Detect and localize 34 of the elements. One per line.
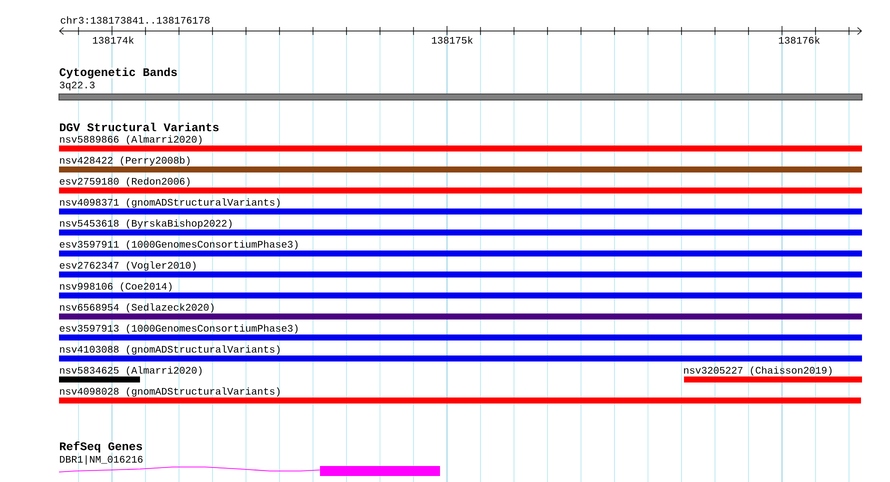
node-label: nsv5453618 (ByrskaBishop2022): [60, 219, 232, 229]
track-title: Cytogenetic Bands: [59, 68, 178, 78]
node-label: esv3597913 (1000GenomesConsortiumPhase3): [60, 324, 298, 334]
variant-bar: esv3597911 (1000GenomesConsortiumPhase3): [59, 240, 862, 256]
variant-bar: nsv428422 (Perry2008b): [59, 156, 862, 172]
variant-bar: nsv5889866 (Almarri2020): [59, 135, 862, 152]
variant-bar: nsv998106 (Coe2014): [59, 282, 862, 298]
node-label: nsv5889866 (Almarri2020): [60, 135, 202, 145]
variant-bar: nsv4103088 (gnomADStructuralVariants): [59, 345, 862, 362]
variant-bar: esv2762347 (Vogler2010): [59, 261, 862, 278]
node-label: nsv998106 (Coe2014): [60, 282, 172, 292]
node-label: esv2759180 (Redon2006): [60, 177, 190, 187]
variant-bar: nsv5834625 (Almarri2020): [59, 366, 202, 382]
node-label: esv3597911 (1000GenomesConsortiumPhase3): [60, 240, 298, 250]
variant-bar: nsv4098371 (gnomADStructuralVariants): [59, 198, 862, 214]
gene-model: DBR1|NM_016216: [58, 455, 440, 476]
cytoband-bar: 3q22.3: [58, 82, 862, 100]
node-label: nsv4098371 (gnomADStructuralVariants): [60, 198, 280, 208]
node-label: nsv6568954 (Sedlazeck2020): [60, 303, 214, 313]
node-label: 3q22.3: [60, 82, 95, 90]
node-label: nsv4098028 (gnomADStructuralVariants): [60, 387, 280, 397]
variant-bar: nsv6568954 (Sedlazeck2020): [59, 303, 862, 320]
node-label: DBR1|NM_016216: [60, 455, 143, 465]
node-label: esv2762347 (Vogler2010): [60, 261, 196, 271]
node-label: nsv4103088 (gnomADStructuralVariants): [60, 345, 280, 355]
variant-bar: esv3597913 (1000GenomesConsortiumPhase3): [59, 324, 862, 340]
variant-bar: nsv3205227 (Chaisson2019): [684, 366, 862, 382]
variant-bar: esv2759180 (Redon2006): [59, 177, 862, 194]
variant-bar: nsv4098028 (gnomADStructuralVariants): [59, 387, 861, 404]
node-label: nsv428422 (Perry2008b): [60, 156, 190, 166]
variant-bar: nsv5453618 (ByrskaBishop2022): [59, 219, 862, 236]
node-label: nsv3205227 (Chaisson2019): [684, 366, 832, 376]
track-title: DGV Structural Variants: [59, 122, 220, 132]
node-label: nsv5834625 (Almarri2020): [60, 366, 202, 376]
